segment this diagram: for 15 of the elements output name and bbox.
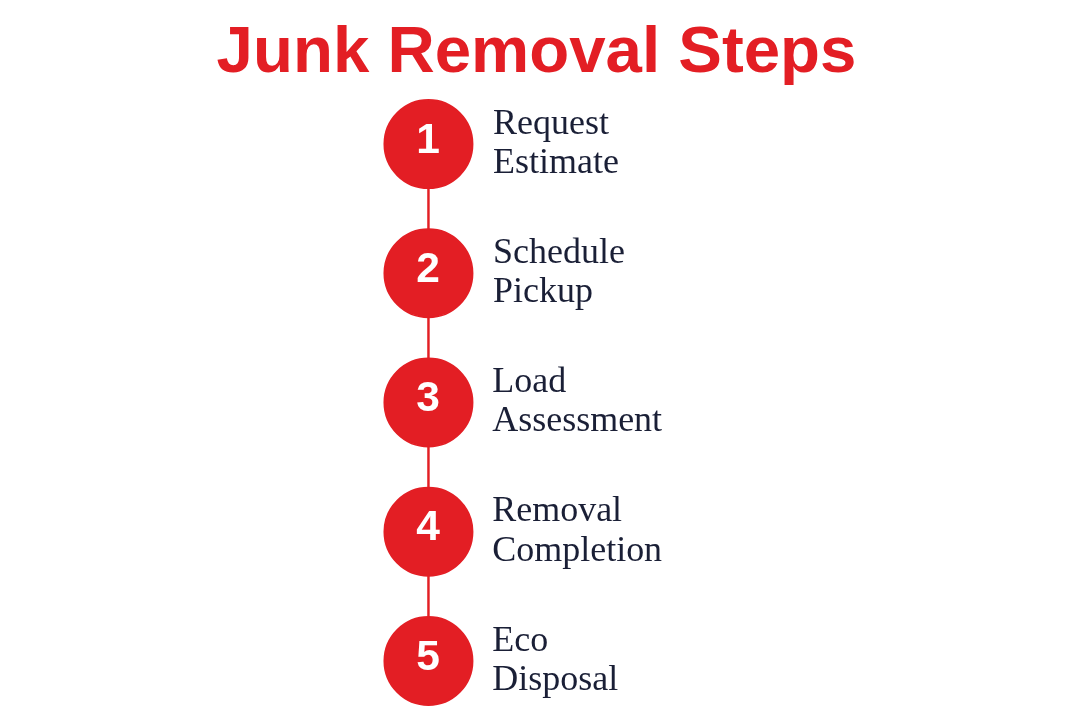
connector: [426, 317, 430, 359]
node-circle: 2: [382, 228, 473, 319]
node-label: Removal Completion: [491, 489, 662, 569]
connector: [426, 446, 430, 488]
node-circle: 5: [382, 616, 473, 706]
node-label: Request Estimate: [492, 101, 619, 181]
connector: [426, 576, 430, 617]
node-label: Schedule Pickup: [492, 230, 625, 311]
connector: [426, 188, 430, 230]
node-label: Eco Disposal: [491, 618, 618, 698]
node-circle: 1: [382, 99, 473, 190]
node-circle: 4: [382, 486, 473, 577]
node-label: Load Assessment: [491, 360, 662, 440]
diagram-title: Junk Removal Steps: [216, 13, 856, 87]
node-circle: 3: [382, 357, 473, 448]
